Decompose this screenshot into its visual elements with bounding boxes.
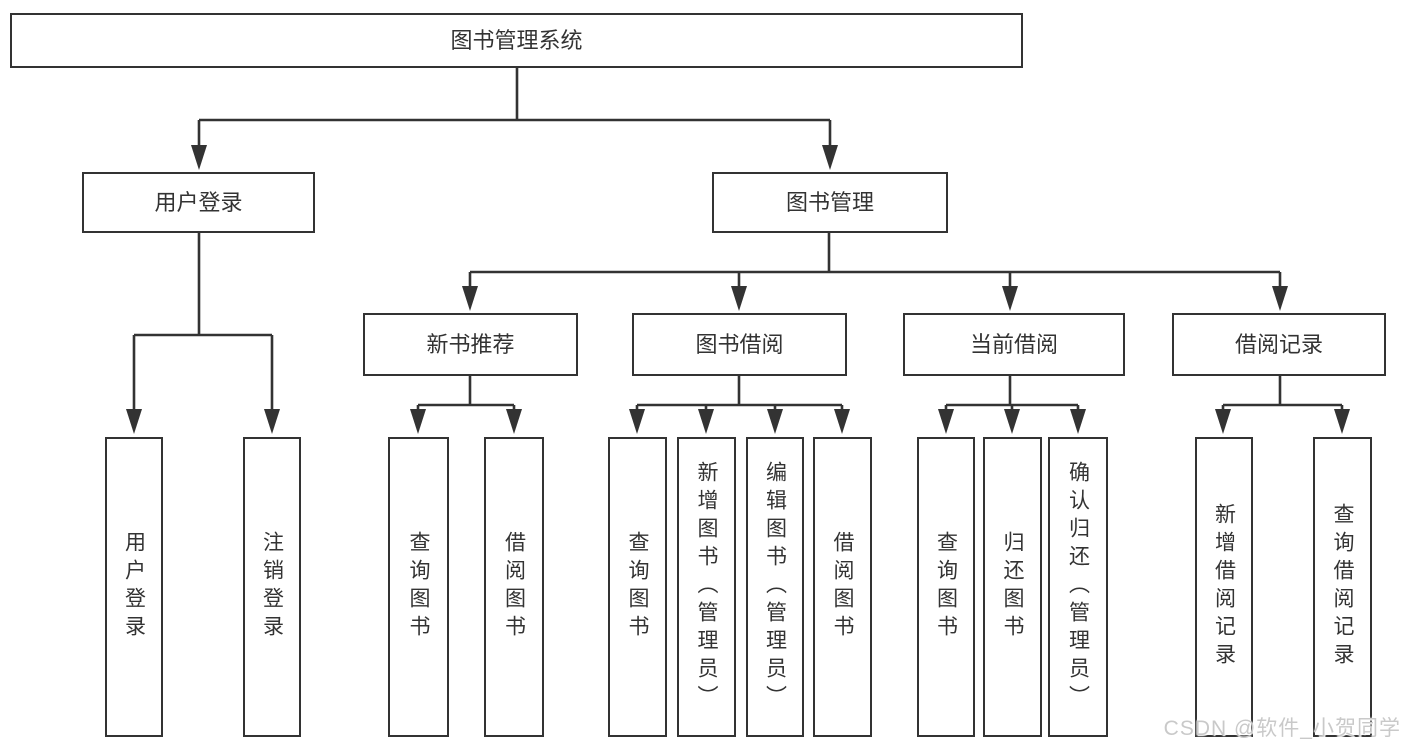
leaf-edit-books-admin: 编辑图书（管理员）	[746, 437, 804, 737]
arrowhead-icon	[506, 409, 522, 434]
leaf-query-books-recommend: 查询图书	[388, 437, 449, 737]
arrowhead-icon	[1070, 409, 1086, 434]
arrowhead-icon	[822, 145, 838, 170]
node-label: 查询图书	[626, 531, 649, 643]
csdn-watermark: CSDN @软件_小贺同学	[1163, 717, 1401, 740]
arrowhead-icon	[834, 409, 850, 434]
leaf-query-books-borrow: 查询图书	[608, 437, 667, 737]
arrowhead-icon	[191, 145, 207, 170]
arrowhead-icon	[1002, 286, 1018, 311]
node-library-management-system: 图书管理系统	[10, 13, 1023, 68]
leaf-user-login: 用户登录	[105, 437, 163, 737]
node-label: 归还图书	[1001, 531, 1024, 643]
node-label: 图书管理	[785, 189, 874, 215]
node-label: 用户登录	[122, 531, 146, 643]
node-book-management: 图书管理	[712, 172, 948, 233]
arrowhead-icon	[1334, 409, 1350, 434]
node-label: 注销登录	[260, 531, 284, 643]
node-label: 借阅图书	[831, 531, 854, 643]
leaf-add-books-admin: 新增图书（管理员）	[677, 437, 736, 737]
leaf-borrow-books-recommend: 借阅图书	[484, 437, 544, 737]
node-label: 编辑图书（管理员）	[763, 461, 787, 713]
node-label: 确认归还（管理员）	[1066, 461, 1090, 713]
node-label: 查询图书	[934, 531, 958, 643]
arrowhead-icon	[1272, 286, 1288, 311]
node-book-borrow: 图书借阅	[632, 313, 847, 376]
node-label: 图书借阅	[695, 331, 784, 357]
node-label: 新书推荐	[426, 331, 515, 357]
arrowhead-icon	[410, 409, 426, 434]
node-label: 图书管理系统	[450, 27, 583, 53]
node-label: 用户登录	[154, 189, 243, 215]
arrowhead-icon	[767, 409, 783, 434]
arrowhead-icon	[126, 409, 142, 434]
node-label: 新增图书（管理员）	[695, 461, 718, 713]
arrowhead-icon	[1004, 409, 1020, 434]
arrowhead-icon	[629, 409, 645, 434]
node-label: 查询借阅记录	[1331, 503, 1354, 671]
node-label: 借阅图书	[502, 531, 526, 643]
leaf-query-borrow-record: 查询借阅记录	[1313, 437, 1372, 737]
leaf-add-borrow-record: 新增借阅记录	[1195, 437, 1253, 737]
leaf-query-books-current: 查询图书	[917, 437, 975, 737]
node-label: 借阅记录	[1234, 331, 1323, 357]
node-label: 当前借阅	[969, 331, 1058, 357]
leaf-return-books: 归还图书	[983, 437, 1042, 737]
leaf-borrow-books: 借阅图书	[813, 437, 872, 737]
node-current-borrow: 当前借阅	[903, 313, 1125, 376]
node-label: 新增借阅记录	[1212, 503, 1236, 671]
node-label: 查询图书	[407, 531, 430, 643]
node-user-login: 用户登录	[82, 172, 315, 233]
arrowhead-icon	[264, 409, 280, 434]
arrowhead-icon	[462, 286, 478, 311]
arrowhead-icon	[731, 286, 747, 311]
leaf-confirm-return-admin: 确认归还（管理员）	[1048, 437, 1108, 737]
node-new-book-recommend: 新书推荐	[363, 313, 578, 376]
arrowhead-icon	[938, 409, 954, 434]
node-borrow-records: 借阅记录	[1172, 313, 1386, 376]
arrowhead-icon	[698, 409, 714, 434]
arrowhead-icon	[1215, 409, 1231, 434]
leaf-logout: 注销登录	[243, 437, 301, 737]
